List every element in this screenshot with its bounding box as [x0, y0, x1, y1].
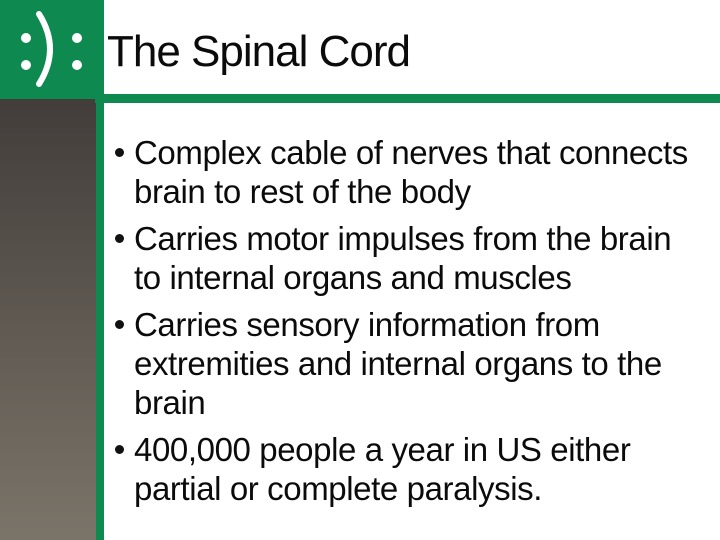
bullet-item: 400,000 people a year in US either parti…	[112, 430, 718, 508]
bullet-list: Complex cable of nerves that connects br…	[112, 133, 718, 516]
slide-title: The Spinal Cord	[107, 27, 411, 76]
bullet-marker	[115, 148, 124, 157]
bullet-line: partial or complete paralysis.	[134, 470, 543, 507]
bullet-item: Carries sensory information from extremi…	[112, 305, 718, 422]
bullet-line: brain to rest of the body	[134, 173, 471, 210]
bullet-line: brain	[134, 384, 206, 421]
smiley-logo-icon	[21, 60, 31, 70]
bullet-line: extremities and internal organs to the	[134, 345, 662, 382]
bullet-marker	[115, 234, 124, 243]
smiley-logo-icon	[21, 33, 31, 43]
bullet-line: Complex cable of nerves that connects	[134, 134, 688, 171]
title-underline-bar	[95, 94, 720, 103]
bullet-line: 400,000 people a year in US either	[134, 431, 631, 468]
bullet-item: Complex cable of nerves that connects br…	[112, 133, 718, 211]
bullet-line: to internal organs and muscles	[134, 259, 572, 296]
bullet-line: Carries sensory information from	[134, 306, 600, 343]
bullet-line: Carries motor impulses from the brain	[134, 220, 672, 257]
smiley-logo-icon	[72, 33, 82, 43]
bullet-marker	[115, 445, 124, 454]
sidebar-green-stripe	[95, 0, 104, 540]
bullet-marker	[115, 320, 124, 329]
sidebar-gradient-panel	[0, 98, 96, 540]
logo-square	[0, 0, 104, 99]
smiley-logo-paren-icon	[36, 11, 53, 87]
bullet-item: Carries motor impulses from the brain to…	[112, 219, 718, 297]
smiley-logo-icon	[72, 60, 82, 70]
